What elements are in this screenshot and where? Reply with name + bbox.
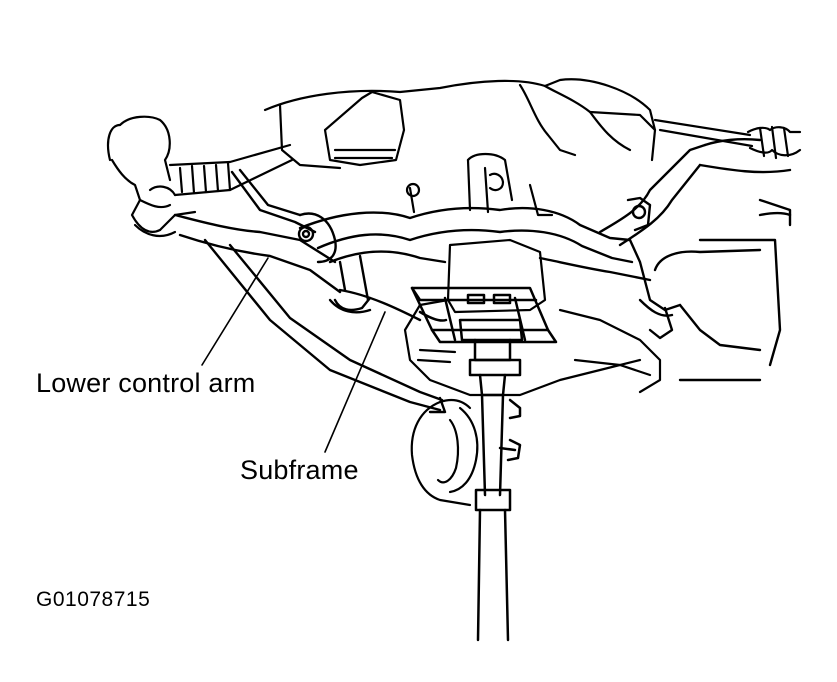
vehicle-body-outline: [263, 78, 657, 170]
right-drive-shaft: [653, 118, 802, 160]
lower-control-arm-leader: [201, 257, 269, 366]
lower-control-arm-label: Lower control arm: [36, 368, 256, 398]
transmission-jack: [410, 286, 558, 642]
figure-id: G01078715: [36, 588, 151, 611]
transmission-housing: [403, 238, 662, 397]
subframe-label: Subframe: [240, 455, 359, 485]
subframe-leader: [324, 311, 386, 453]
subframe-crossmember: [298, 138, 792, 382]
left-knuckle: [106, 115, 197, 238]
left-drive-shaft: [168, 143, 294, 197]
leader-lines: [201, 257, 386, 453]
tire: [410, 398, 479, 507]
subframe-center-bracket: [405, 152, 554, 217]
